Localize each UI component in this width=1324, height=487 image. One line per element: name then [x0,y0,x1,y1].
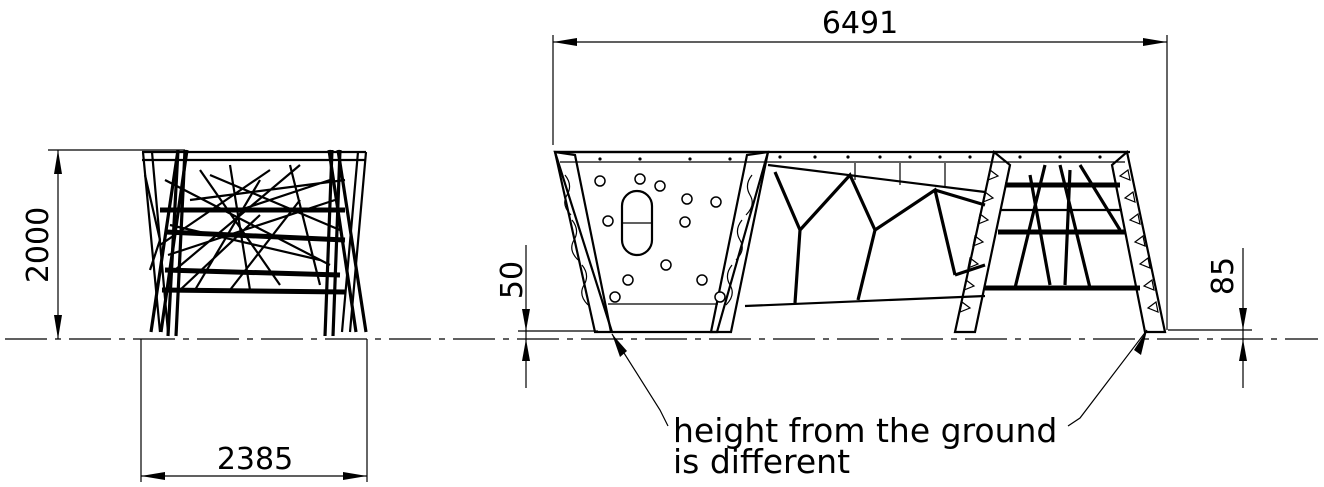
right-ground-gap-label: 85 [1206,257,1241,295]
width-dimension: 2385 [140,339,368,482]
height-dimension: 2000 [21,149,185,339]
height-note-leader [611,329,1148,427]
right-ground-gap-dimension: 85 [1168,248,1252,388]
front-view [553,149,1167,334]
height-note-line2: is different [673,442,850,481]
height-note-line1: height from the ground [673,411,1057,450]
width-label: 2385 [217,442,293,477]
left-ground-gap-label: 50 [495,261,530,299]
overall-length-dimension: 6491 [552,6,1168,330]
left-ground-gap-dimension: 50 [495,245,598,388]
height-label: 2000 [21,207,56,283]
overall-length-label: 6491 [822,6,898,41]
side-view [141,149,368,337]
